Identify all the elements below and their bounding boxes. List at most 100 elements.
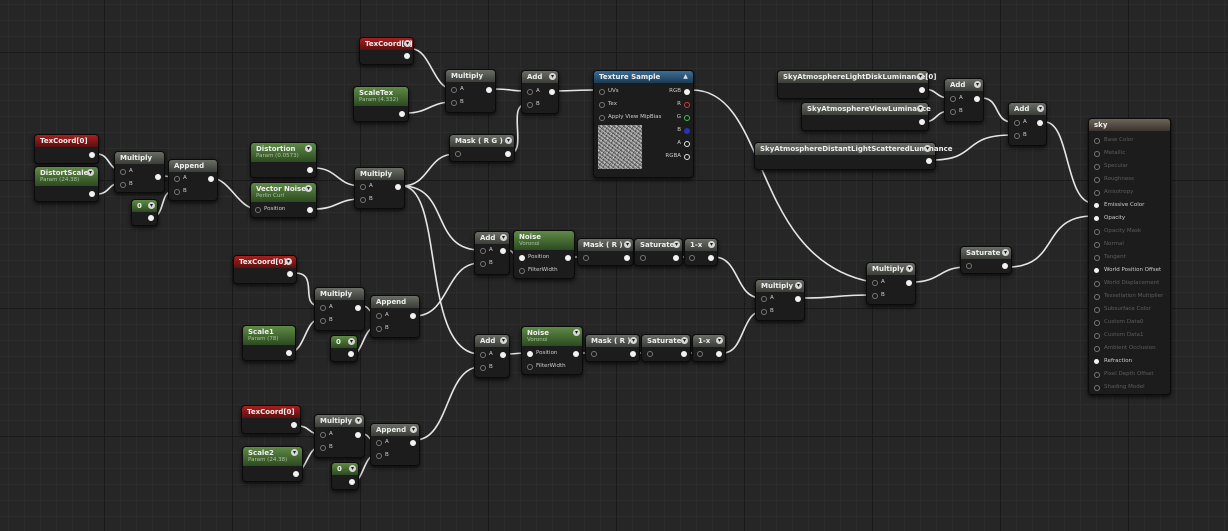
input-pin-b[interactable]: [761, 309, 767, 315]
output-pin[interactable]: [624, 255, 630, 261]
output-pin[interactable]: [89, 152, 95, 158]
material-input-pin[interactable]: [1094, 385, 1100, 391]
input-pin-b[interactable]: [360, 197, 366, 203]
material-input-pin[interactable]: [1094, 216, 1099, 221]
material-input-pin[interactable]: [1094, 294, 1100, 300]
input-pin[interactable]: [455, 151, 461, 157]
input-pin-filterwidth[interactable]: [527, 364, 533, 370]
append-node[interactable]: Append A B: [370, 295, 420, 338]
input-pin-b[interactable]: [527, 102, 533, 108]
input-pin-b[interactable]: [950, 109, 956, 115]
one-minus-node[interactable]: 1-x ▾: [684, 238, 718, 266]
one-minus-node[interactable]: 1-x ▾: [692, 334, 726, 362]
multiply-node[interactable]: Multiply ▾ A B: [866, 262, 916, 305]
output-pin[interactable]: [500, 352, 506, 358]
texcoord-node[interactable]: TexCoord[0] ▾: [233, 255, 297, 284]
material-input-pin[interactable]: [1094, 229, 1100, 235]
output-pin[interactable]: [974, 96, 980, 102]
constant-node[interactable]: 0 ▾: [131, 199, 158, 226]
input-pin-filterwidth[interactable]: [519, 268, 525, 274]
collapse-chevron-icon[interactable]: ▾: [795, 282, 802, 289]
input-pin-a[interactable]: [1014, 120, 1020, 126]
collapse-chevron-icon[interactable]: ▾: [716, 337, 723, 344]
output-pin-r[interactable]: [684, 102, 690, 108]
output-pin[interactable]: [1002, 263, 1008, 269]
input-pin-a[interactable]: [872, 280, 878, 286]
input-pin-position[interactable]: [527, 351, 533, 357]
constant-node[interactable]: 0 ▾: [330, 335, 358, 362]
input-pin-b[interactable]: [120, 182, 126, 188]
input-pin[interactable]: [966, 263, 972, 269]
collapse-chevron-icon[interactable]: ▾: [1002, 249, 1009, 256]
material-input-pin[interactable]: [1094, 242, 1100, 248]
constant-node[interactable]: 0 ▾: [331, 462, 359, 490]
output-pin[interactable]: [716, 351, 722, 357]
output-pin[interactable]: [486, 87, 492, 93]
add-node[interactable]: Add ▾ A B: [474, 334, 510, 378]
output-pin[interactable]: [348, 351, 354, 357]
input-pin[interactable]: [640, 255, 646, 261]
collapse-chevron-icon[interactable]: ▾: [974, 81, 981, 88]
collapse-chevron-icon[interactable]: ▾: [630, 337, 637, 344]
output-pin[interactable]: [148, 215, 154, 221]
output-pin[interactable]: [355, 305, 361, 311]
input-pin-b[interactable]: [451, 100, 457, 106]
multiply-node[interactable]: Multiply ▾ A B: [755, 279, 805, 321]
output-pin[interactable]: [919, 87, 925, 93]
input-pin-b[interactable]: [320, 445, 326, 451]
collapse-chevron-icon[interactable]: ▾: [906, 265, 913, 272]
input-pin-a[interactable]: [376, 313, 382, 319]
input-pin-a[interactable]: [761, 296, 767, 302]
input-pin-tex[interactable]: [599, 102, 605, 108]
input-pin[interactable]: [647, 351, 653, 357]
output-pin[interactable]: [89, 191, 95, 197]
input-pin-uvs[interactable]: [599, 89, 605, 95]
sky-disk-luminance-node[interactable]: SkyAtmosphereLightDiskLuminance[0] ▾: [777, 70, 936, 99]
output-pin[interactable]: [673, 255, 679, 261]
material-input-pin[interactable]: [1094, 177, 1100, 183]
collapse-chevron-icon[interactable]: ▾: [305, 145, 312, 152]
material-input-pin[interactable]: [1094, 164, 1100, 170]
material-input-pin[interactable]: [1094, 372, 1100, 378]
output-pin[interactable]: [307, 207, 313, 213]
add-node[interactable]: Add ▾ A B: [521, 70, 559, 114]
output-pin[interactable]: [681, 351, 687, 357]
multiply-node[interactable]: Multiply A B: [445, 69, 496, 113]
output-pin[interactable]: [293, 471, 299, 477]
material-input-pin[interactable]: [1094, 151, 1100, 157]
sky-view-luminance-node[interactable]: SkyAtmosphereViewLuminance ▾: [801, 102, 931, 131]
output-pin[interactable]: [291, 422, 297, 428]
output-pin[interactable]: [795, 296, 801, 302]
input-pin-a[interactable]: [950, 96, 956, 102]
mask-r-node[interactable]: Mask ( R ) ▾: [585, 334, 640, 362]
material-input-pin[interactable]: [1094, 333, 1100, 339]
output-pin[interactable]: [573, 351, 579, 357]
multiply-node[interactable]: Multiply A B: [114, 151, 165, 193]
material-input-pin[interactable]: [1094, 346, 1100, 352]
collapse-chevron-icon[interactable]: ▾: [708, 241, 715, 248]
output-pin-rgba[interactable]: [684, 154, 690, 160]
output-pin[interactable]: [208, 176, 214, 182]
collapse-chevron-icon[interactable]: ▾: [410, 426, 417, 433]
input-pin-b[interactable]: [872, 293, 878, 299]
multiply-node[interactable]: Multiply ▾ A B: [314, 414, 365, 458]
output-pin[interactable]: [395, 184, 401, 190]
input-pin[interactable]: [591, 351, 597, 357]
input-pin[interactable]: [689, 255, 695, 261]
collapse-chevron-icon[interactable]: ▾: [305, 185, 312, 192]
input-pin[interactable]: [583, 255, 589, 261]
input-pin-a[interactable]: [320, 305, 326, 311]
input-pin[interactable]: [697, 351, 703, 357]
output-pin-a[interactable]: [684, 141, 690, 147]
output-pin[interactable]: [410, 440, 416, 446]
texcoord-node[interactable]: TexCoord[0]: [34, 134, 99, 164]
output-pin[interactable]: [500, 248, 506, 254]
input-pin-position[interactable]: [519, 255, 525, 261]
saturate-node[interactable]: Saturate ▾: [960, 246, 1012, 274]
collapse-chevron-icon[interactable]: ▾: [917, 73, 924, 80]
add-node[interactable]: Add ▾ A B: [1008, 102, 1047, 146]
input-pin-a[interactable]: [527, 89, 533, 95]
